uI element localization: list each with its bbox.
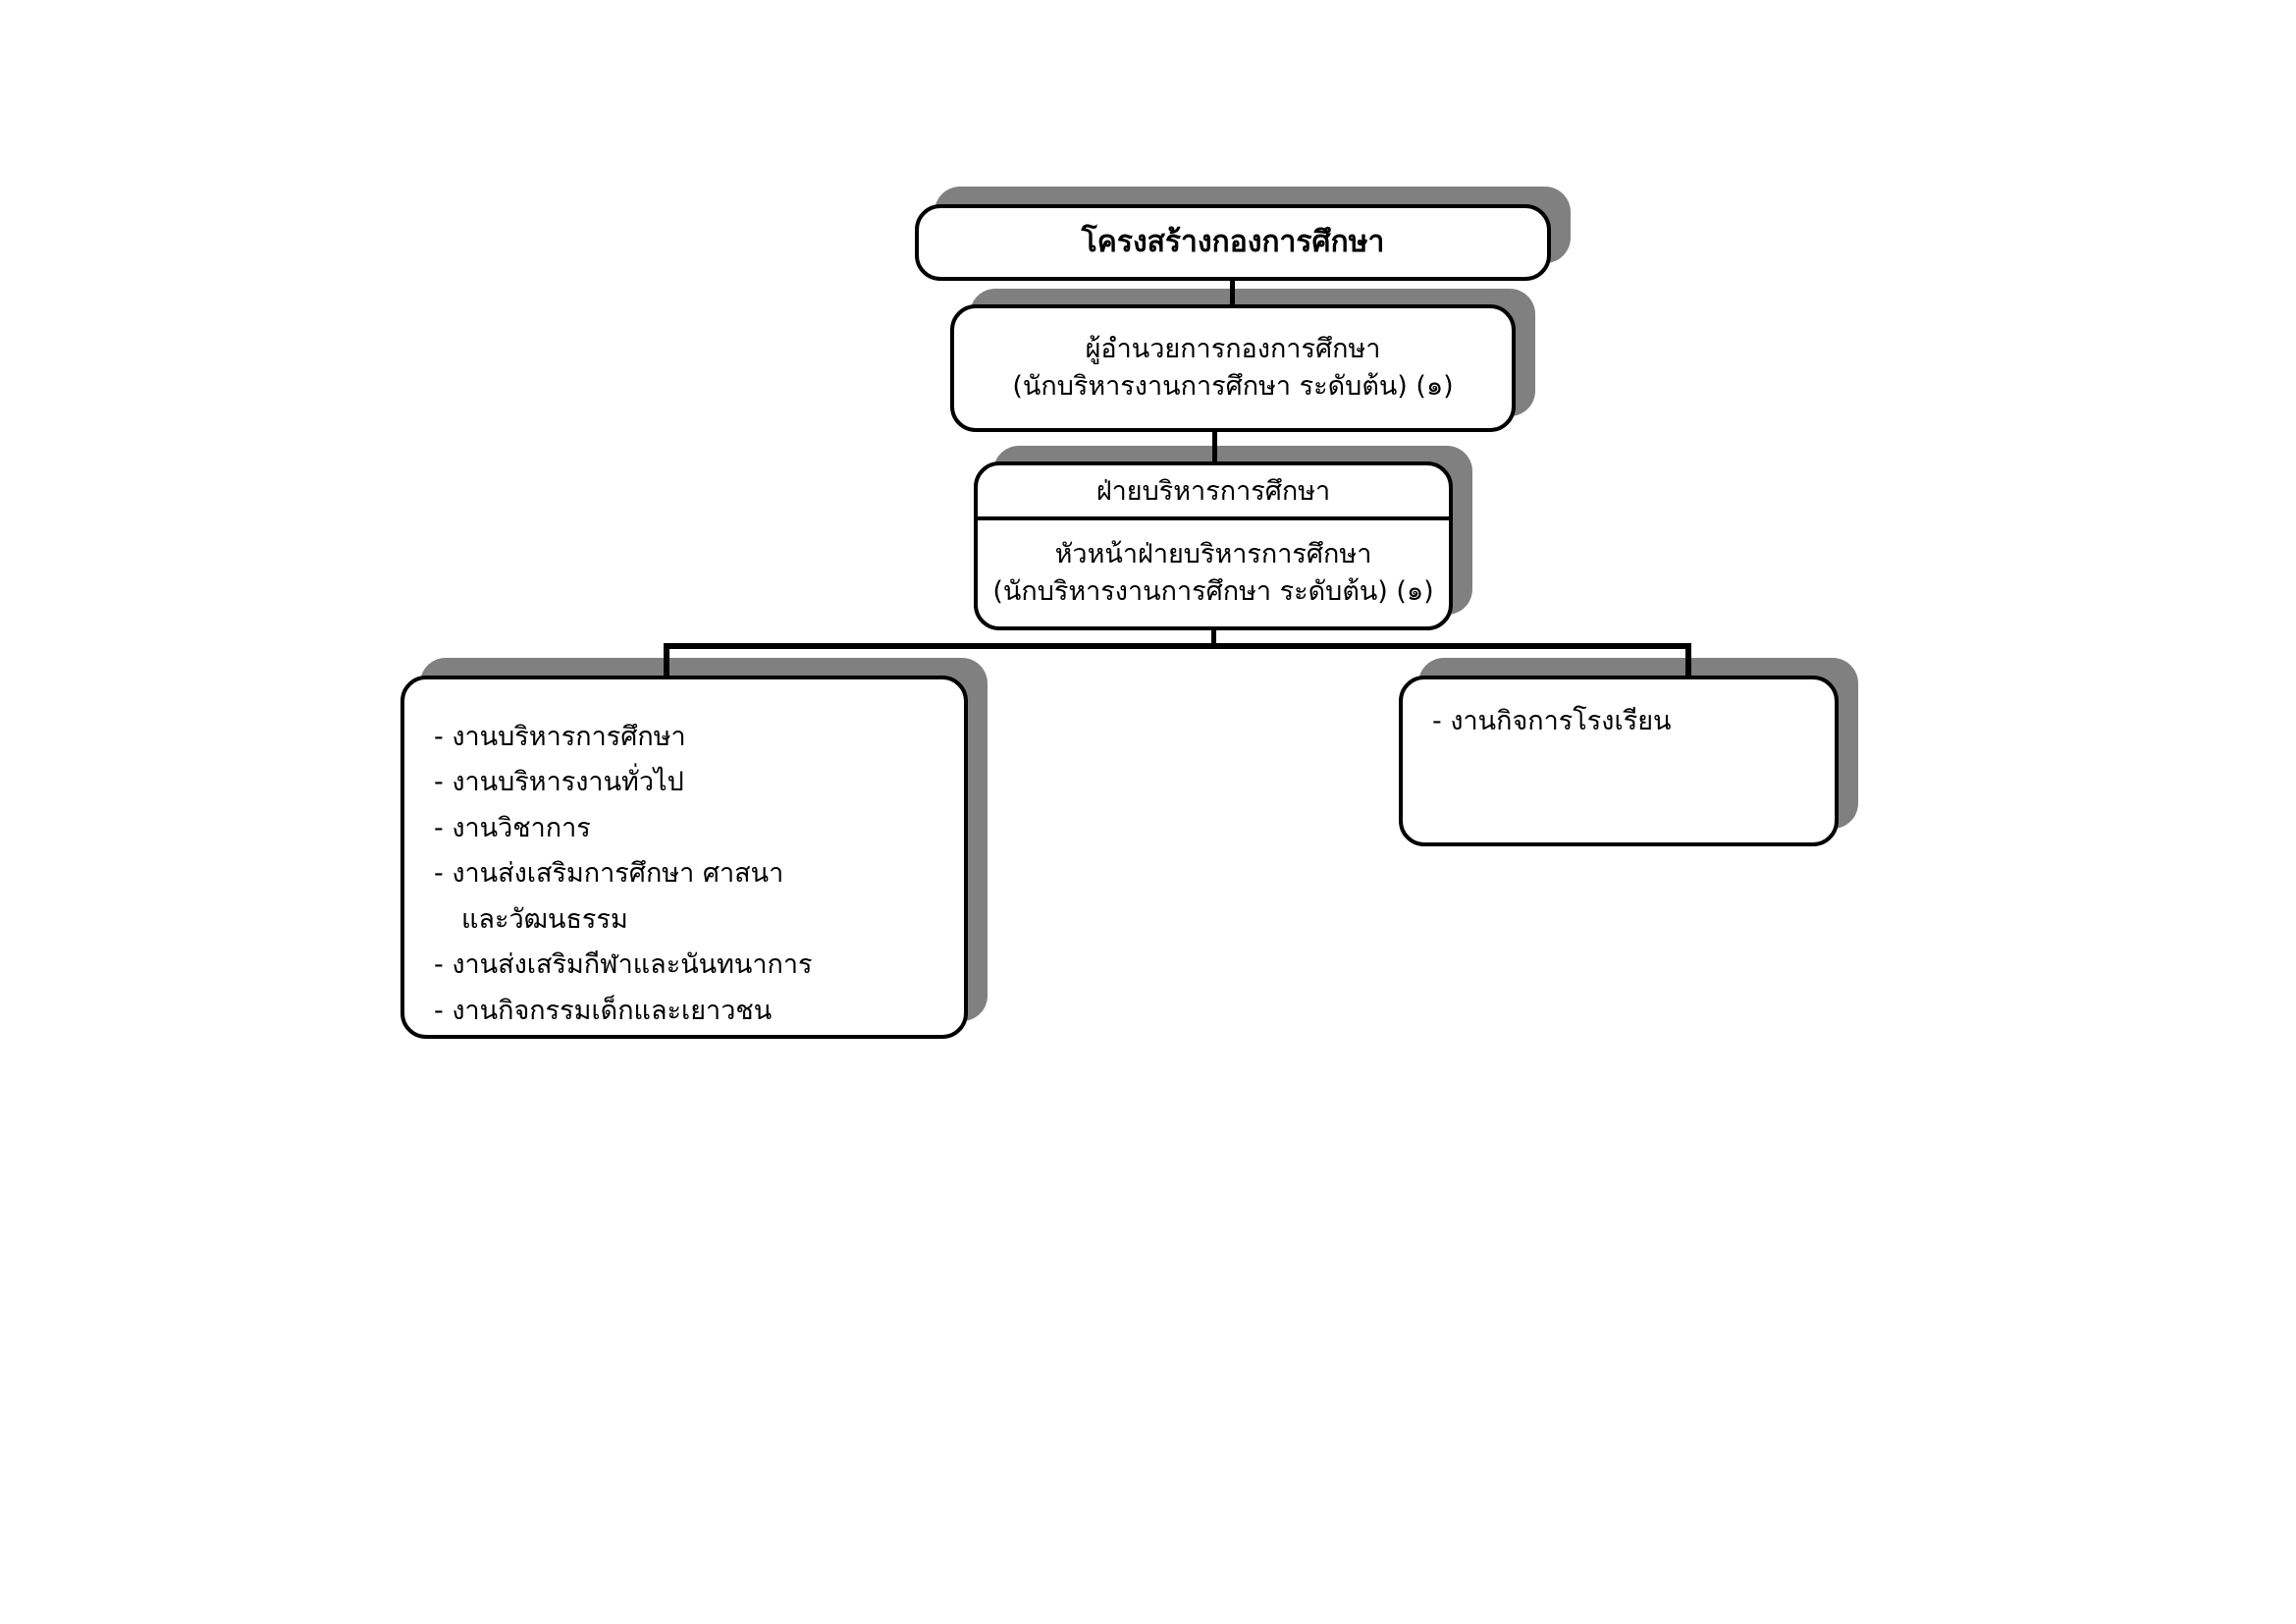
connector-division-stub	[1211, 629, 1216, 647]
connector-drop-to-left-tasks	[664, 643, 669, 694]
division-chief-position-detail: (นักบริหารงานการศึกษา ระดับต้น) (๑)	[992, 576, 1434, 608]
director-box: ผู้อำนวยการกองการศึกษา (นักบริหารงานการศ…	[950, 304, 1516, 432]
list-item: - งานกิจการโรงเรียน	[1432, 706, 1672, 736]
division-body: หัวหน้าฝ่ายบริหารการศึกษา (นักบริหารงานก…	[978, 520, 1449, 626]
title-box: โครงสร้างกองการศึกษา	[915, 204, 1551, 281]
director-position-detail: (นักบริหารงานการศึกษา ระดับต้น) (๑)	[1012, 371, 1454, 402]
division-chief-title: หัวหน้าฝ่ายบริหารการศึกษา	[1054, 538, 1372, 569]
list-item: - งานบริหารงานทั่วไป	[434, 767, 684, 798]
division-header-label: ฝ่ายบริหารการศึกษา	[1095, 476, 1331, 507]
connector-title-to-director	[1230, 281, 1235, 306]
list-item: - งานส่งเสริมกีฬาและนันทนาการ	[434, 949, 813, 981]
connector-director-to-division	[1212, 430, 1217, 463]
left-task-box: - งานบริหารการศึกษา - งานบริหารงานทั่วไป…	[400, 676, 968, 1039]
list-item-continuation: และวัฒนธรรม	[461, 903, 628, 935]
list-item: - งานกิจกรรมเด็กและเยาวชน	[434, 995, 773, 1026]
director-title: ผู้อำนวยการกองการศึกษา	[1085, 333, 1381, 364]
list-item: - งานส่งเสริมการศึกษา ศาสนา	[434, 858, 784, 890]
list-item: - งานบริหารการศึกษา	[434, 722, 686, 752]
right-task-box: - งานกิจการโรงเรียน	[1399, 676, 1839, 846]
division-header: ฝ่ายบริหารการศึกษา	[978, 465, 1449, 521]
connector-horizontal-bus	[664, 643, 1691, 649]
division-box: ฝ่ายบริหารการศึกษา หัวหน้าฝ่ายบริหารการศ…	[974, 461, 1453, 630]
page-title: โครงสร้างกองการศึกษา	[1081, 224, 1385, 259]
list-item: - งานวิชาการ	[434, 812, 591, 843]
right-task-list: - งานกิจการโรงเรียน	[1403, 699, 1835, 744]
left-task-list: - งานบริหารการศึกษา - งานบริหารงานทั่วไป…	[404, 715, 964, 1034]
connector-drop-to-right-tasks	[1685, 643, 1691, 692]
